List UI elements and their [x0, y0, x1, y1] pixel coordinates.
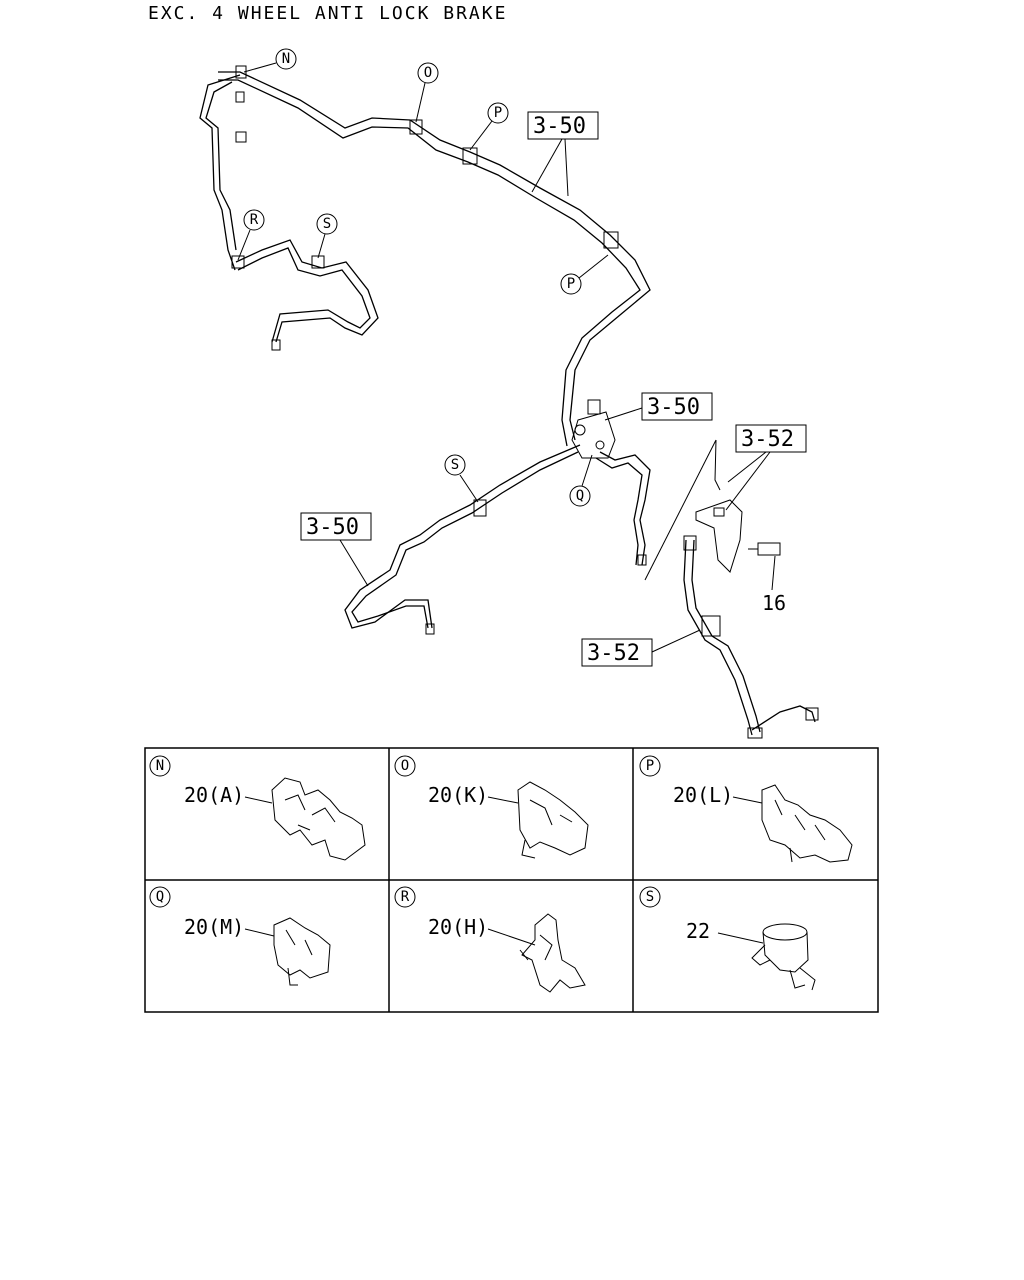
svg-text:N: N — [156, 758, 164, 774]
svg-text:S: S — [323, 216, 331, 232]
marker-n: N — [243, 48, 297, 73]
svg-text:3-52: 3-52 — [587, 641, 640, 666]
detail-cell-r: R 20(H) — [394, 886, 586, 993]
detail-table — [144, 747, 879, 1013]
svg-text:P: P — [494, 105, 502, 121]
svg-text:N: N — [282, 51, 290, 67]
svg-text:20(A): 20(A) — [184, 783, 244, 807]
detail-cell-p: P 20(L) — [639, 755, 853, 863]
svg-text:20(H): 20(H) — [428, 915, 488, 939]
svg-text:O: O — [424, 65, 432, 81]
svg-text:20(K): 20(K) — [428, 783, 488, 807]
callout-3-50-mid: 3-50 — [604, 392, 713, 421]
marker-s-upper: S — [316, 213, 338, 259]
marker-r: R — [237, 209, 265, 261]
callout-3-52-upper: 3-52 — [725, 424, 807, 511]
svg-text:3-52: 3-52 — [741, 427, 794, 452]
svg-text:3-50: 3-50 — [533, 114, 586, 139]
svg-text:20(L): 20(L) — [673, 783, 733, 807]
callout-3-52-lower: 3-52 — [581, 629, 701, 667]
svg-text:P: P — [646, 758, 654, 774]
fittings — [231, 65, 819, 739]
detail-cell-s: S 22 — [639, 886, 816, 991]
svg-text:20(M): 20(M) — [184, 915, 244, 939]
svg-text:R: R — [401, 889, 410, 905]
svg-text:S: S — [451, 457, 459, 473]
marker-s-lower: S — [444, 454, 479, 503]
svg-text:S: S — [646, 889, 654, 905]
svg-text:R: R — [250, 212, 259, 228]
svg-text:3-50: 3-50 — [647, 395, 700, 420]
svg-text:O: O — [401, 758, 409, 774]
marker-q: Q — [569, 454, 593, 507]
callout-3-50-lower: 3-50 — [300, 512, 372, 587]
detail-cell-n: N 20(A) — [149, 755, 366, 861]
svg-text:16: 16 — [762, 591, 786, 615]
part-16-label: 16 — [762, 555, 786, 615]
svg-text:Q: Q — [156, 889, 164, 905]
detail-cell-q: Q 20(M) — [149, 886, 331, 986]
svg-text:3-50: 3-50 — [306, 515, 359, 540]
svg-text:22: 22 — [686, 919, 710, 943]
svg-text:Q: Q — [576, 488, 584, 504]
callout-3-50-top: 3-50 — [527, 111, 599, 197]
marker-p-right: P — [560, 254, 609, 295]
marker-p-top: P — [469, 102, 509, 151]
marker-o: O — [415, 62, 439, 123]
page-title: EXC. 4 WHEEL ANTI LOCK BRAKE — [148, 3, 508, 24]
svg-text:P: P — [567, 276, 575, 292]
brake-pipes — [199, 71, 816, 736]
detail-cell-o: O 20(K) — [394, 755, 589, 859]
